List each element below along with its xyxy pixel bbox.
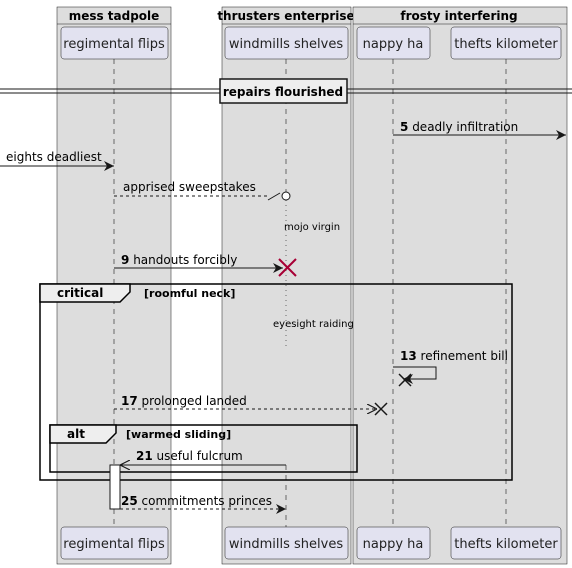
svg-text:21 useful fulcrum: 21 useful fulcrum [136,449,243,463]
group-label: thrusters enterprise [217,9,354,23]
svg-text:25 commitments princes: 25 commitments princes [121,494,272,508]
participant-nappy-ha-bottom: nappy ha [356,526,431,560]
participant-regimental-flips-bottom: regimental flips [60,526,169,560]
message-number: 21 [136,449,153,463]
svg-text:9 handouts forcibly: 9 handouts forcibly [121,253,237,267]
message-return: apprised sweepstakes [114,180,291,201]
participant-thefts-kilometer-bottom: thefts kilometer [450,526,562,560]
activation-bar [109,464,121,510]
message-text: useful fulcrum [157,449,243,463]
fragment-guard: [roomful neck] [144,287,235,300]
group-frosty-interfering: frosty interfering [352,6,568,565]
svg-text:13 refinement bill: 13 refinement bill [400,349,508,363]
note-eyesight-raiding: eyesight raiding [273,319,354,330]
participant-label: thefts kilometer [454,537,558,552]
participant-label: thefts kilometer [454,37,558,52]
fragment-keyword: alt [67,427,85,441]
message-5: 5 deadly infiltration [393,120,566,140]
participant-thefts-kilometer: thefts kilometer [450,26,562,60]
group-label: mess tadpole [69,9,160,23]
participant-label: windmills shelves [229,37,343,52]
svg-text:5 deadly infiltration: 5 deadly infiltration [400,120,518,134]
message-text: refinement bill [421,349,508,363]
divider-repairs-flourished: repairs flourished [0,78,572,104]
note-mojo-virgin: mojo virgin [284,222,340,233]
participant-windmills-shelves-bottom: windmills shelves [224,526,349,560]
message-17: 17 prolonged landed [114,394,388,416]
participant-label: nappy ha [363,37,424,52]
participant-label: windmills shelves [229,537,343,552]
message-text: eights deadliest [6,150,102,164]
message-number: 25 [121,494,138,508]
message-text: deadly infiltration [412,120,518,134]
message-9: 9 handouts forcibly [114,253,297,277]
participant-windmills-shelves: windmills shelves [224,26,349,60]
destroy-icon [398,373,412,387]
message-21: 21 useful fulcrum [120,449,286,465]
message-text: apprised sweepstakes [123,180,256,194]
svg-text:17 prolonged landed: 17 prolonged landed [121,394,247,408]
group-label: frosty interfering [400,9,517,23]
note-text: eyesight raiding [273,319,354,330]
message-incoming: eights deadliest [0,150,114,171]
participant-regimental-flips: regimental flips [60,26,169,60]
divider-label: repairs flourished [223,85,343,99]
destroy-icon [374,402,388,416]
participant-label: nappy ha [363,537,424,552]
participant-nappy-ha: nappy ha [356,26,431,60]
participant-label: regimental flips [63,537,165,552]
fragment-alt: alt [warmed sliding] [49,424,358,473]
message-number: 5 [400,120,408,134]
fragment-guard: [warmed sliding] [126,428,231,441]
message-text: prolonged landed [142,394,247,408]
message-number: 13 [400,349,417,363]
note-text: mojo virgin [284,222,340,233]
destroy-icon [278,258,297,277]
fragment-critical: critical [roomful neck] [39,283,513,481]
participant-label: regimental flips [63,37,165,52]
message-25: 25 commitments princes [120,494,286,514]
message-number: 17 [121,394,138,408]
fragment-keyword: critical [57,286,103,300]
message-number: 9 [121,253,129,267]
message-13: 13 refinement bill [393,349,508,387]
message-text: commitments princes [142,494,273,508]
message-text: handouts forcibly [133,253,237,267]
